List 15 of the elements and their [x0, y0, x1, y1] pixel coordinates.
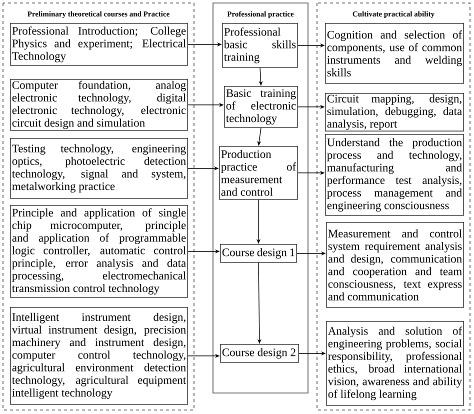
text-box: Basic training of electronic technology [224, 86, 298, 128]
text-box: Computer foundation, analog electronic technology, digital electronic technology, electronic circuit design and simulation [10, 79, 188, 131]
text-box: Cognition and selection of components, use of common instruments and welding skills [325, 23, 464, 84]
text-box: Circuit mapping, design, simulation, debugging, data analysis, report [325, 93, 464, 132]
text-box: Course design 2 [220, 344, 299, 363]
text-box: Measurement and control system requirement analysis and design, communication and cooperation and team consciousness, text express and communication [326, 222, 464, 308]
text-box: Production practice of measurement and control [219, 146, 298, 200]
text-box: Principle and application of single chip microcomputer, principle and application of programmable logic controller, automatic control principle, error analysis and data processing, electromechanical transmission control technology [10, 205, 188, 298]
text-box: Intelligent instrument design, virtual instrument design, precision machinery and instrument design, computer control technology, agricultural environment detection technology, agricultural equipment intelligent technology [10, 307, 188, 405]
text-box: Professional Introduction; College Physics and experiment; Electrical Technology [10, 23, 188, 66]
text-box: Understand the production process and technology, manufacturing and performance test analysis, process management and engineering consciousness [325, 134, 464, 216]
text-box: Analysis and solution of engineering problems, social responsibility, professional ethics, broad international vision, awareness and ability of lifelong learning [326, 321, 464, 406]
text-box: Course design 1 [220, 244, 297, 263]
text-box: Professional basic skills training [222, 23, 298, 68]
text-box: Testing technology, engineering optics, photoelectric detection technology, signal and system, metalworking practice [10, 138, 188, 199]
